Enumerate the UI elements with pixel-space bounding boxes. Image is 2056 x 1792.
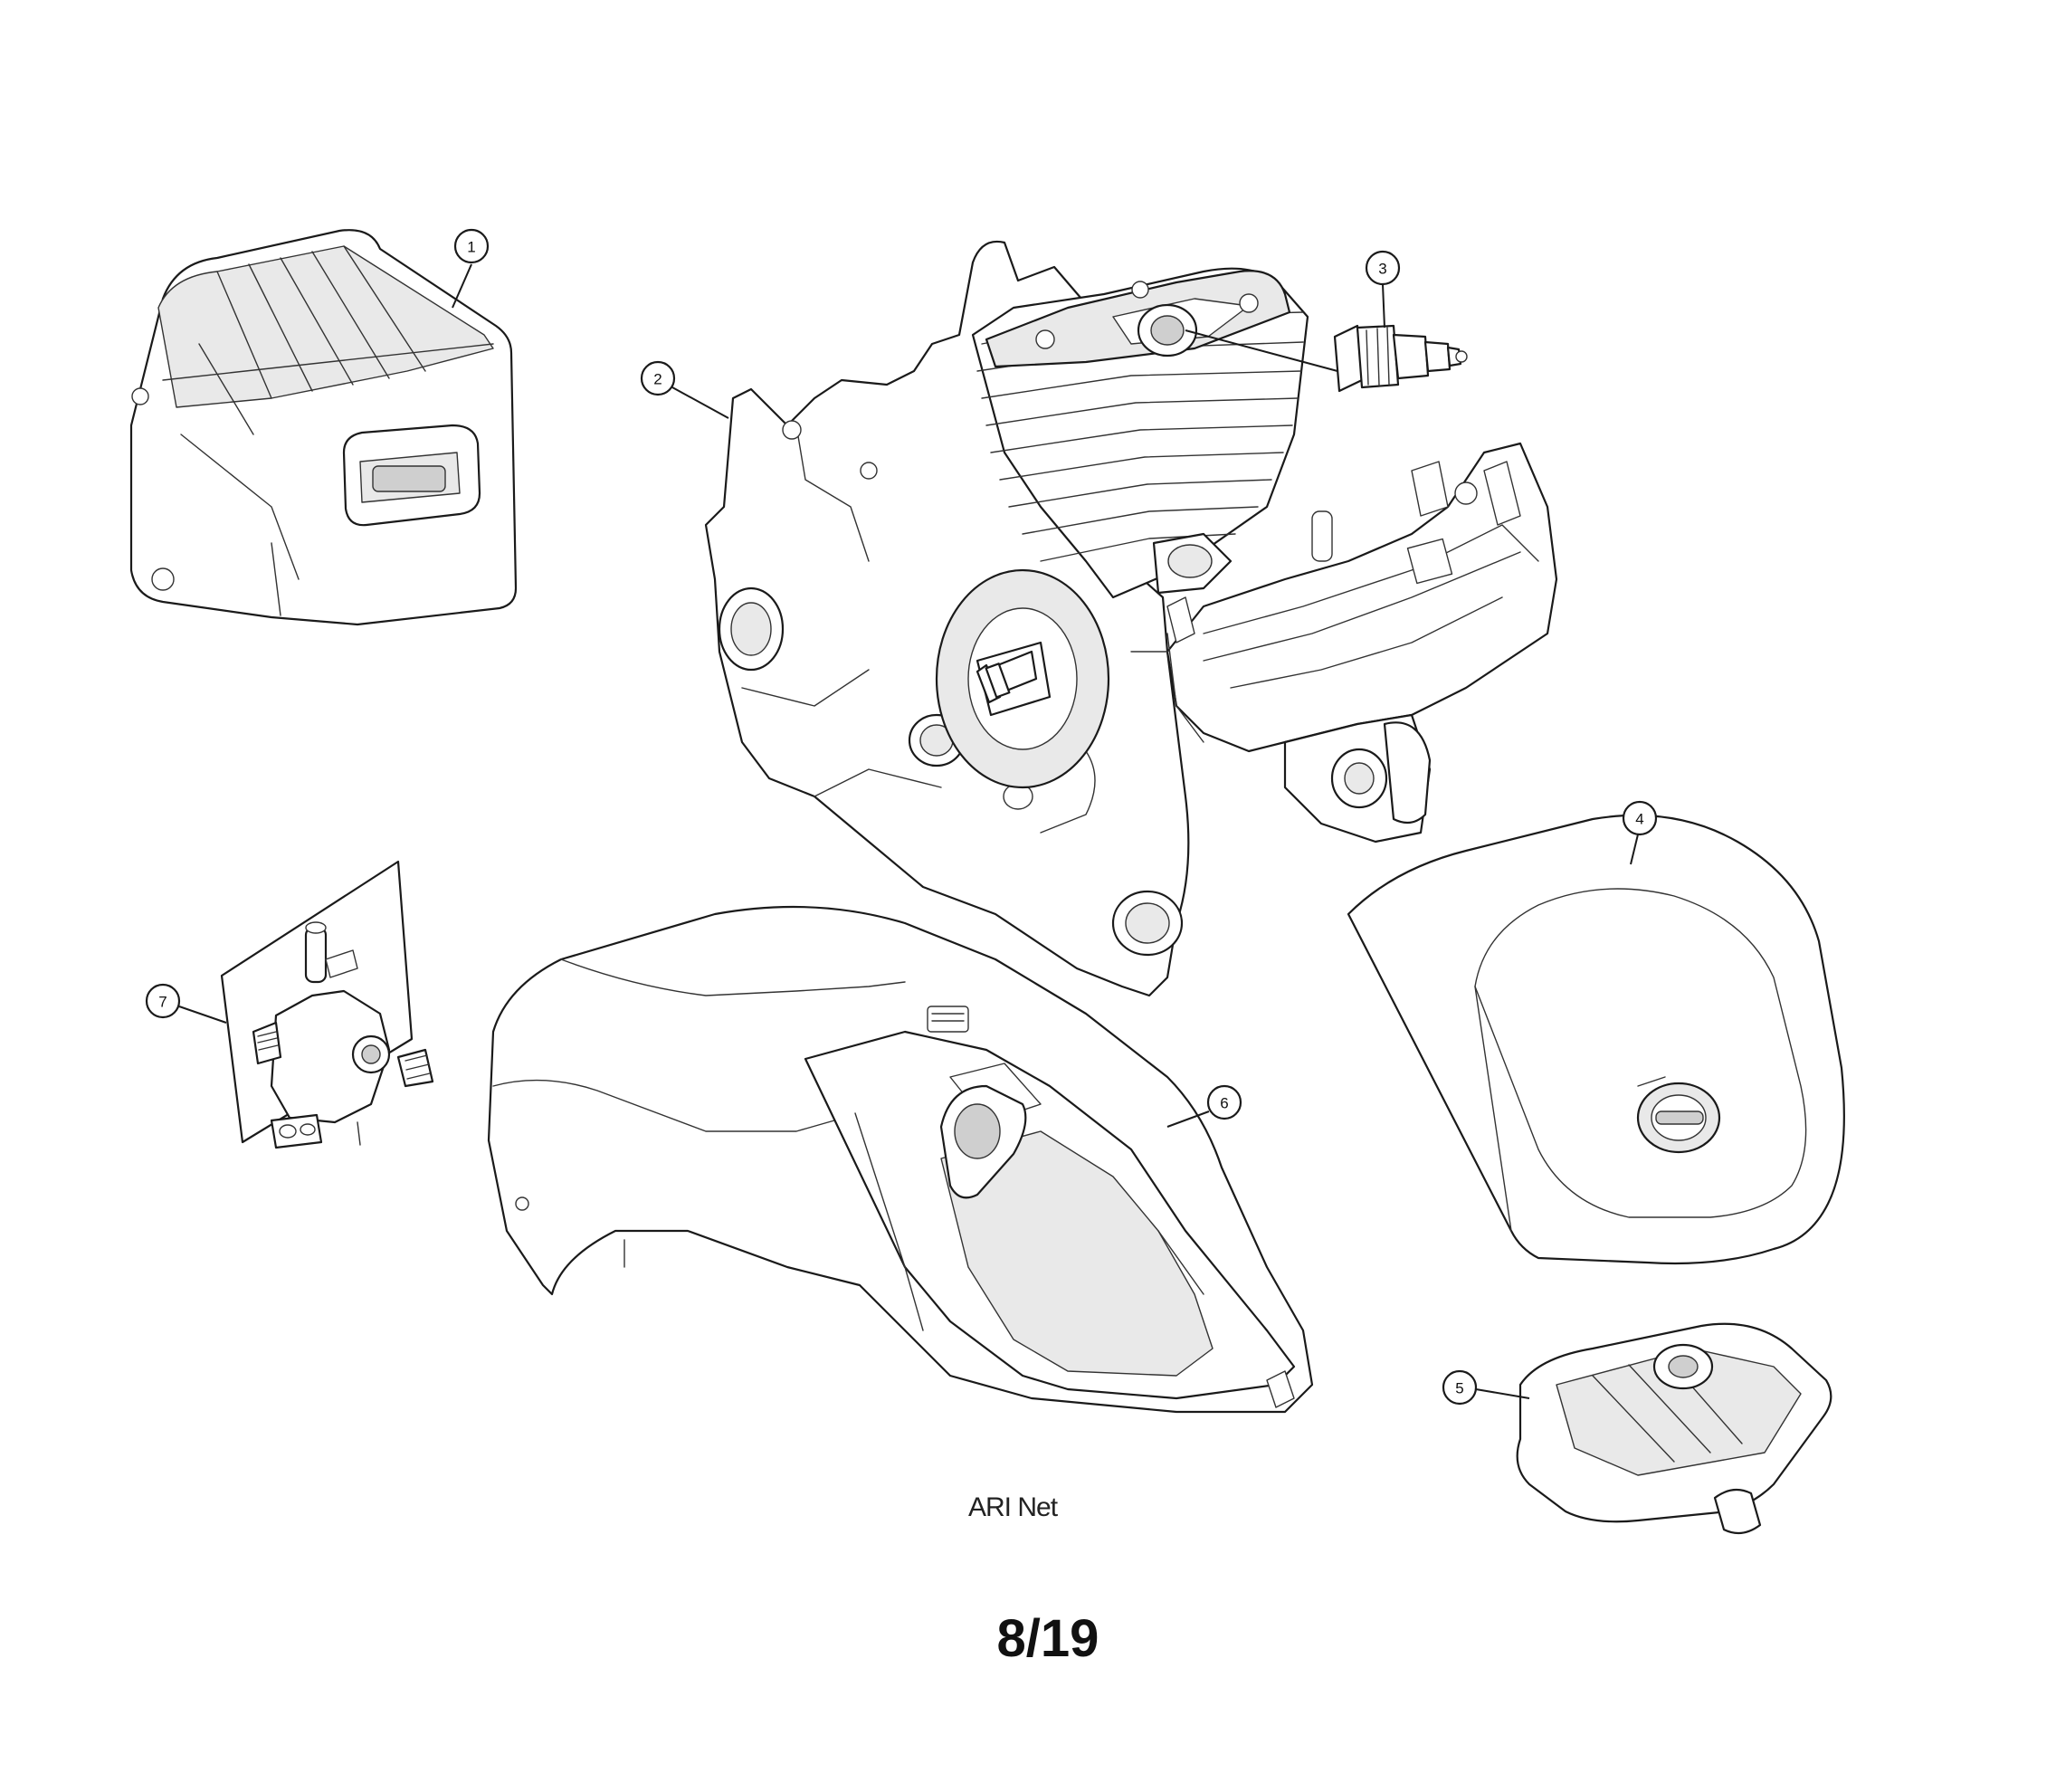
watermark-text: ARI Net — [968, 1492, 1059, 1522]
callout-number: 2 — [653, 371, 662, 388]
callout-number: 6 — [1220, 1095, 1228, 1112]
callout-number: 1 — [467, 239, 475, 256]
callout-number: 4 — [1635, 811, 1643, 828]
muffler-icon — [129, 229, 518, 626]
callout-4: 4 — [1622, 800, 1658, 865]
air-filter-cover-icon — [1347, 814, 1845, 1265]
callout-1: 1 — [452, 228, 490, 309]
carburetor-icon — [220, 860, 434, 1149]
page-number: 8/19 — [997, 1609, 1099, 1668]
crankcase-cylinder-icon — [704, 240, 1558, 997]
callout-6: 6 — [1166, 1084, 1242, 1128]
callout-2: 2 — [640, 360, 729, 419]
air-filter-icon — [1516, 1322, 1832, 1535]
top-housing-icon — [487, 905, 1314, 1414]
callout-7: 7 — [145, 983, 227, 1024]
callout-number: 5 — [1455, 1380, 1463, 1397]
spark-plug-icon — [1333, 324, 1468, 393]
callout-3: 3 — [1185, 250, 1401, 372]
callout-number: 3 — [1378, 261, 1386, 278]
callout-5: 5 — [1442, 1369, 1530, 1406]
callout-number: 7 — [158, 994, 167, 1011]
